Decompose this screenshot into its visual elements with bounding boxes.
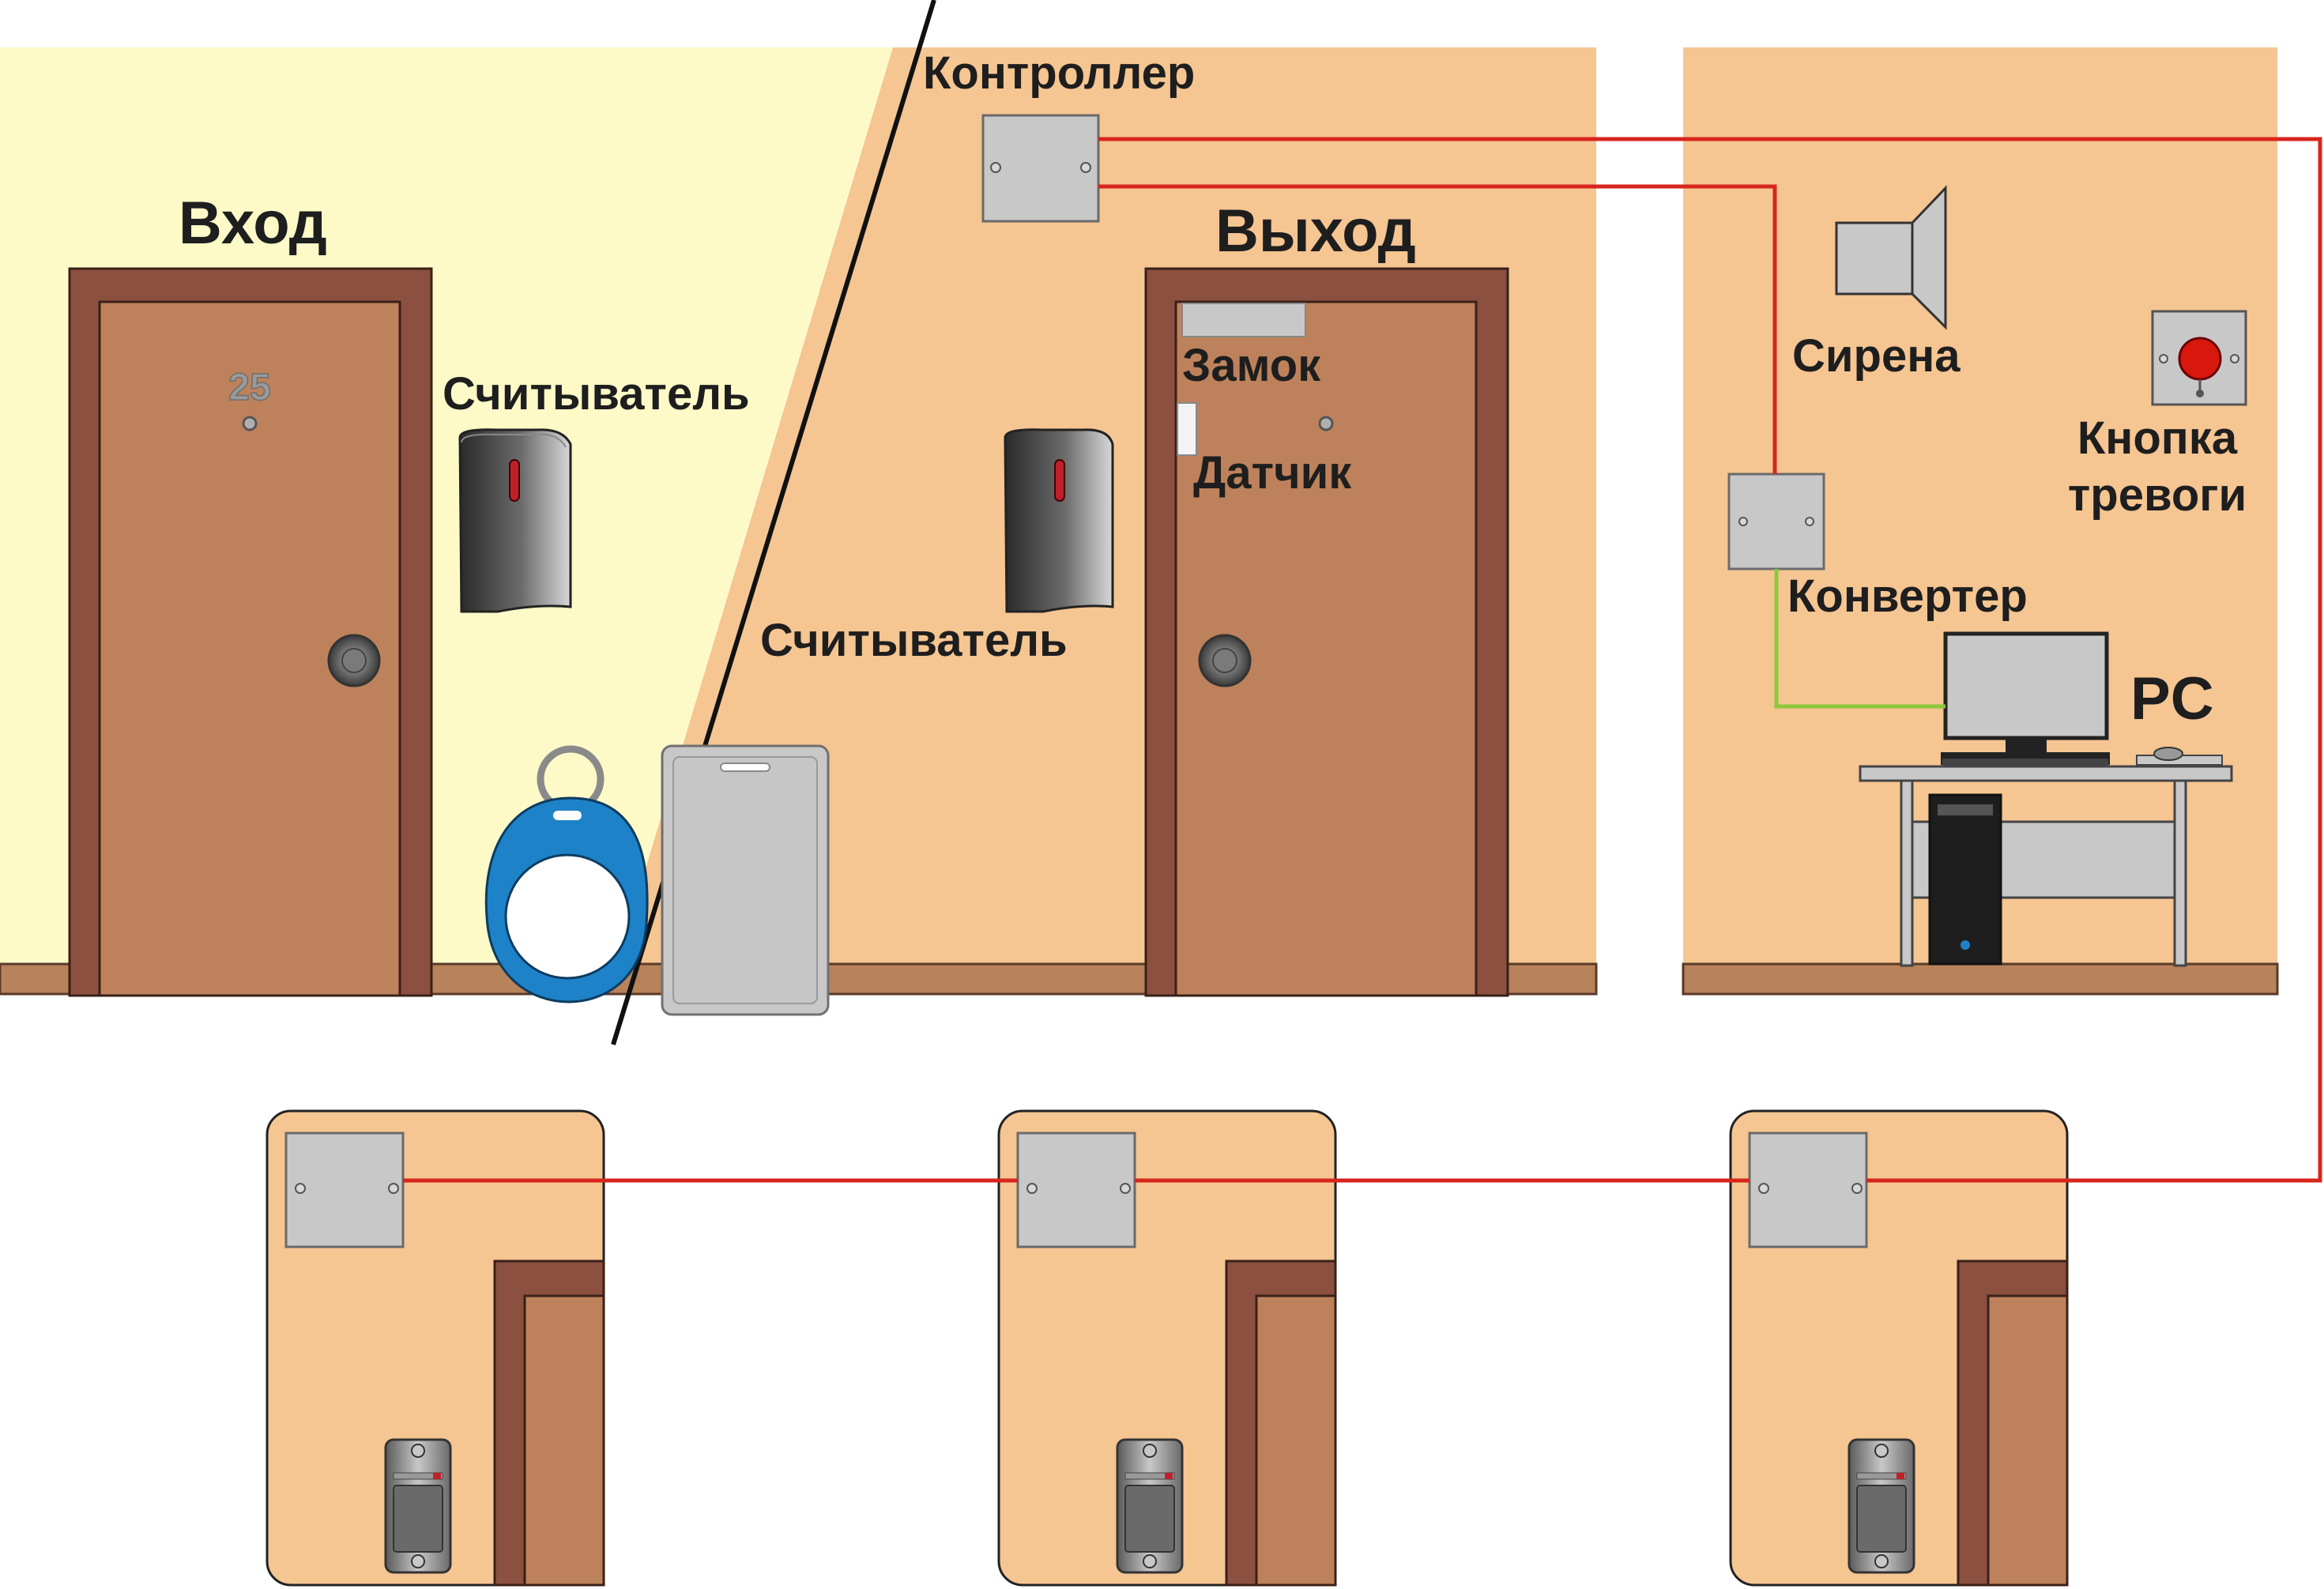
door-sensor	[1177, 402, 1197, 456]
alarm-button-label-line2: тревоги	[2068, 469, 2247, 521]
panel-reader	[1848, 1438, 1915, 1574]
reader-right	[1004, 428, 1114, 613]
pc-workstation	[1859, 631, 2233, 967]
peephole	[1318, 416, 1334, 431]
keyboard	[1942, 759, 2108, 766]
mouse	[2153, 747, 2183, 761]
zone-panel-2	[997, 1109, 1337, 1587]
reader-right-label: Считыватель	[760, 615, 1068, 666]
entrance-door	[68, 267, 433, 997]
can-bus-wiring	[403, 137, 2322, 1183]
system-unit	[1928, 793, 2002, 966]
baseboard-right	[1682, 962, 2279, 996]
desk-top	[1859, 765, 2233, 782]
panel-reader	[1116, 1438, 1184, 1574]
monitor	[1943, 631, 2109, 740]
pc-label: PC	[2130, 665, 2214, 732]
alarm-button	[2151, 310, 2247, 406]
controller-box	[981, 114, 1100, 223]
reader-left	[458, 428, 572, 613]
peephole	[242, 416, 258, 431]
key-fob	[484, 745, 649, 1003]
converter-label: Конвертер	[1787, 570, 2028, 622]
rs485-wiring	[1774, 569, 1945, 709]
siren-label: Сирена	[1792, 330, 1961, 382]
lock-device	[1181, 303, 1306, 337]
alarm-button-label-line1: Кнопка	[2077, 412, 2238, 464]
panel-reader	[384, 1438, 452, 1574]
zone-panel-3	[1729, 1109, 2069, 1587]
exit-door	[1144, 267, 1509, 997]
exit-label: Выход	[1215, 198, 1416, 265]
lock-label: Замок	[1182, 340, 1321, 391]
siren	[1835, 185, 1947, 330]
reader-left-label: Считыватель	[443, 368, 750, 420]
converter-box	[1727, 473, 1825, 570]
sensor-label: Датчик	[1193, 447, 1352, 499]
zone-panel-1	[266, 1109, 605, 1587]
room-number: 25	[228, 367, 270, 409]
controller-label: Контроллер	[923, 47, 1195, 99]
entrance-label: Вход	[179, 190, 327, 257]
proximity-card	[661, 744, 830, 1016]
